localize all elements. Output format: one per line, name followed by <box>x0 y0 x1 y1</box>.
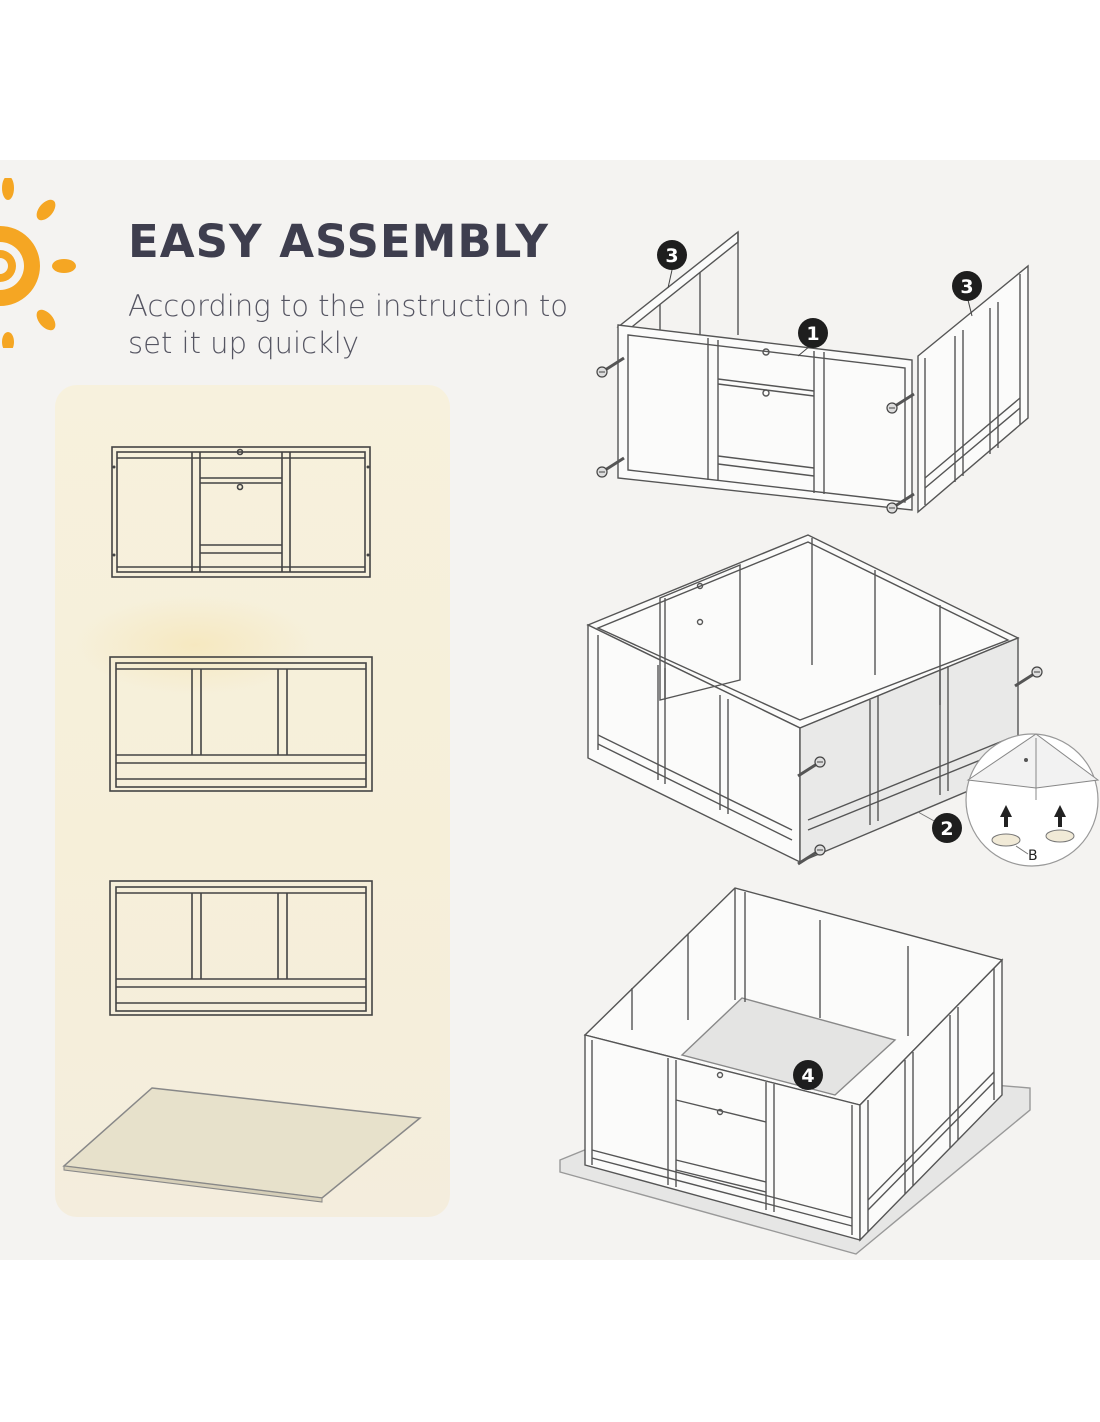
front-panel-part <box>111 446 371 578</box>
card-glow <box>75 595 315 695</box>
badge-step-3-left: 3 <box>657 240 687 289</box>
page-title: EASY ASSEMBLY <box>128 215 549 268</box>
sun-icon <box>0 178 76 348</box>
badge-step-1: 1 <box>797 318 828 357</box>
foot-pad-icon <box>1045 829 1075 843</box>
step-box-frame <box>586 534 1020 864</box>
assembly-panel: EASY ASSEMBLY According to the instructi… <box>0 160 1100 1260</box>
assembly-diagrams: B <box>559 230 1100 1255</box>
arrow-up-icon <box>1000 805 1012 827</box>
side-panel-part-b <box>109 880 373 1016</box>
step-assembled <box>559 887 1031 1255</box>
svg-text:1: 1 <box>806 323 819 345</box>
arrow-up-icon <box>1054 805 1066 827</box>
detail-label: B <box>1028 848 1038 864</box>
step-panel-exploded <box>616 230 1029 514</box>
parts-card <box>55 385 450 1217</box>
svg-text:4: 4 <box>801 1065 814 1087</box>
svg-text:3: 3 <box>960 276 973 298</box>
svg-text:2: 2 <box>940 818 953 840</box>
side-panel-part-a <box>109 656 373 792</box>
badge-step-3-right: 3 <box>952 271 982 317</box>
svg-text:3: 3 <box>665 245 678 267</box>
foot-pad-icon <box>991 833 1021 847</box>
badge-step-4: 4 <box>793 1060 823 1090</box>
screw-icon <box>1013 665 1044 688</box>
badge-step-2: 2 <box>932 813 962 843</box>
floor-board-part <box>62 1087 422 1203</box>
page-subtitle: According to the instruction to set it u… <box>128 289 569 360</box>
foot-detail: B <box>965 733 1100 867</box>
